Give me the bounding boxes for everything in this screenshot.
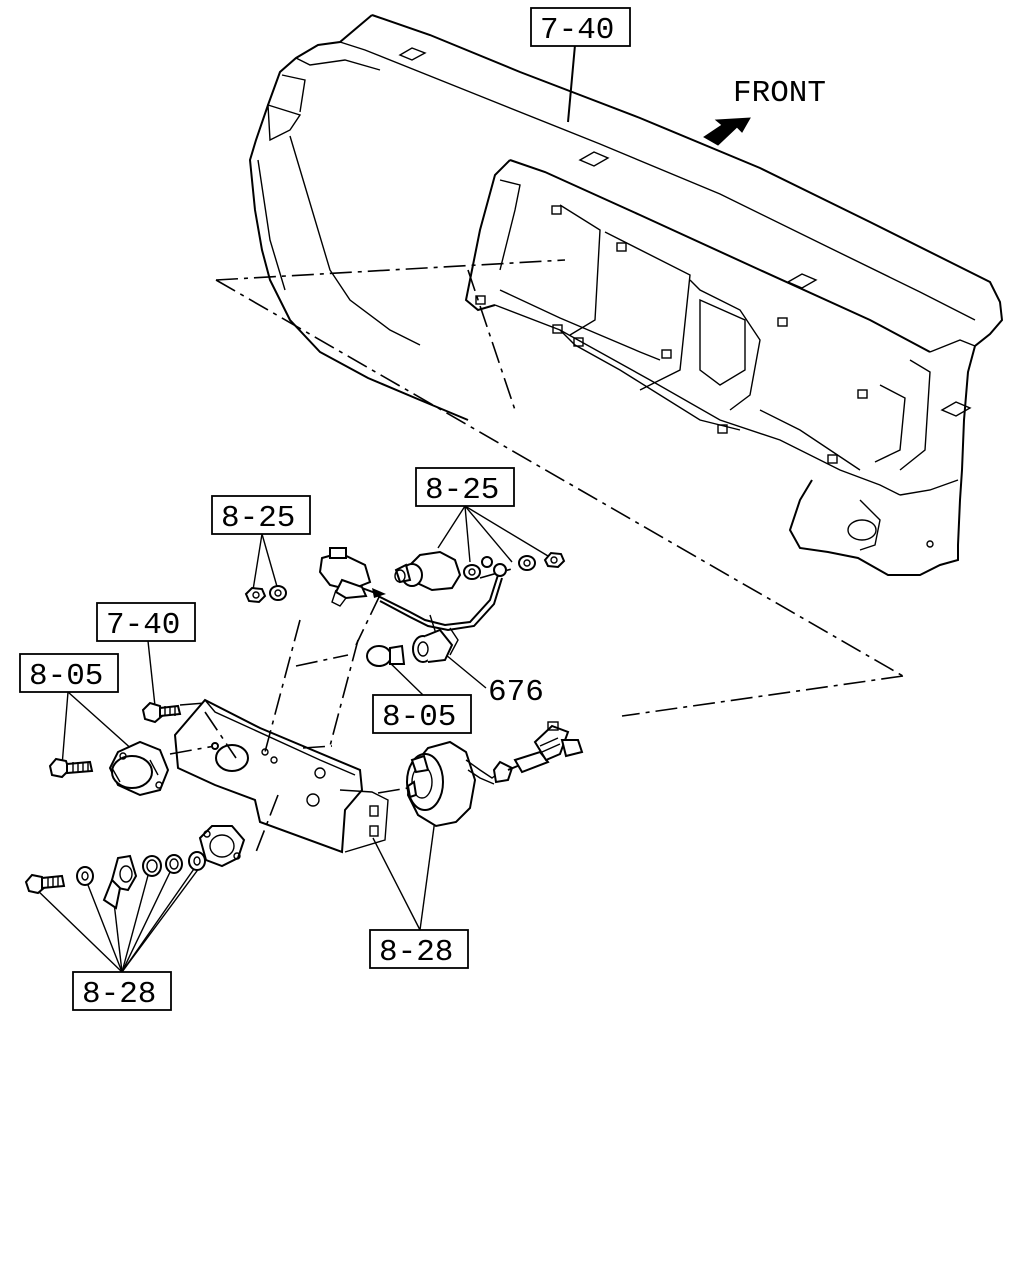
washer-8-28-c [188, 851, 206, 871]
washer-8-28-b [165, 854, 183, 874]
washer-8-25-left [269, 585, 287, 601]
washer-8-25-right [518, 555, 536, 571]
nut-8-25-left [244, 586, 267, 604]
ref-8-05-mid: 8-05 [372, 694, 472, 735]
buzzer-8-28 [406, 721, 584, 828]
gasket-8-28 [198, 825, 246, 868]
terminal-lug [481, 556, 507, 577]
svg-text:8-25: 8-25 [425, 473, 499, 508]
mounting-bracket [173, 698, 389, 854]
svg-text:8-28: 8-28 [379, 935, 453, 970]
chain-line-right [621, 675, 904, 717]
chain-line-drop [467, 269, 516, 411]
svg-text:8-05: 8-05 [29, 659, 103, 694]
washer-8-28-a [76, 866, 94, 886]
screw-8-28 [24, 873, 66, 895]
part-number-676: 676 [488, 675, 544, 710]
sensor-harness-676 [377, 574, 503, 663]
bulb-8-05-mid [366, 644, 406, 667]
ref-8-28-bottom: 8-28 [72, 971, 172, 1012]
lamp-socket-8-05 [108, 740, 170, 797]
ref-7-40-mid: 7-40 [96, 602, 196, 643]
leader-7-40-top [567, 44, 576, 123]
bolt-8-05 [48, 757, 94, 779]
ref-8-28-right: 8-28 [369, 929, 469, 970]
svg-text:8-05: 8-05 [382, 700, 456, 735]
chain-line-left [215, 279, 904, 677]
assembly-guides [169, 567, 516, 853]
switch-knob-8-28 [102, 854, 138, 910]
switch-washer [463, 564, 481, 580]
instrument-panel [248, 14, 1004, 576]
ref-7-40-top: 7-40 [530, 7, 631, 48]
rivet-small [211, 742, 219, 750]
ref-8-05-left: 8-05 [19, 653, 119, 694]
nut-8-25-right [543, 551, 566, 569]
svg-text:7-40: 7-40 [540, 13, 614, 48]
front-label: FRONT [733, 76, 826, 111]
bolt-7-40 [141, 701, 182, 724]
oil-pressure-switch [394, 550, 462, 592]
svg-text:8-28: 8-28 [82, 977, 156, 1012]
chain-line-upper [215, 259, 566, 281]
ref-8-25-left: 8-25 [211, 495, 311, 536]
ref-8-25-right: 8-25 [415, 467, 515, 508]
connector-plug [318, 547, 386, 607]
svg-text:7-40: 7-40 [106, 608, 180, 643]
front-arrow-icon [703, 117, 751, 146]
nut-8-28 [142, 855, 162, 877]
svg-text:8-25: 8-25 [221, 501, 295, 536]
